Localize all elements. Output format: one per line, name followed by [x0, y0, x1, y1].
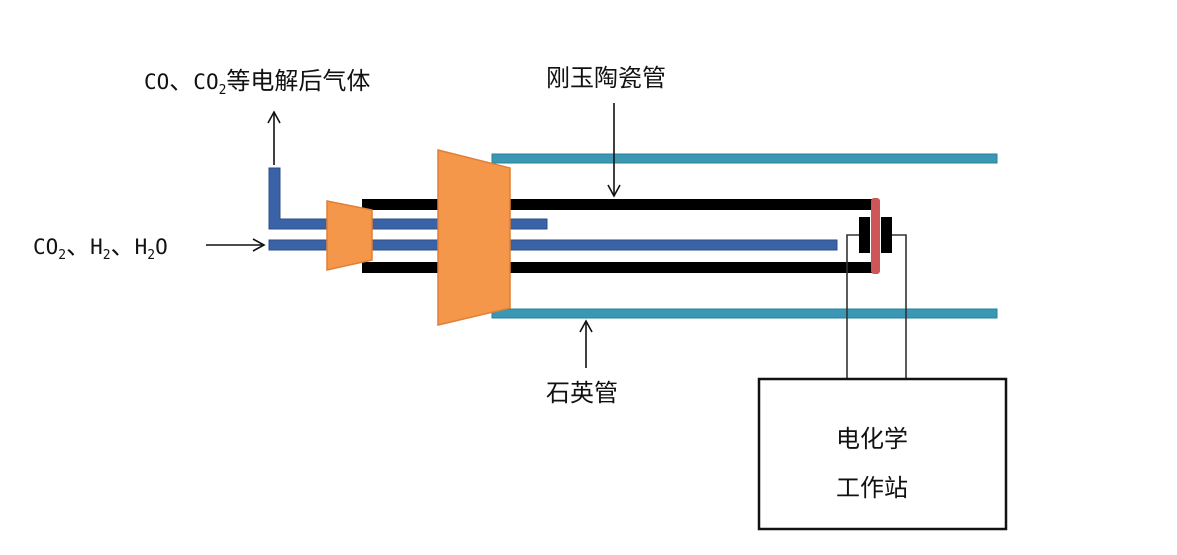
inlet-gas-h2: H: [90, 235, 103, 259]
inlet-gas-separator-1: 、: [66, 232, 91, 260]
electrolysis-cell: [859, 198, 892, 274]
workstation-label-line1: 电化学: [836, 425, 908, 453]
workstation-box: [757, 377, 1008, 531]
outlet-pipe: [268, 167, 548, 230]
inlet-gas-label: CO2、H2、H2O: [33, 232, 168, 262]
outlet-gas-co2-subscript: 2: [218, 83, 227, 98]
lead-wires: [846, 234, 907, 380]
lead-wire-left: [846, 234, 859, 380]
inlet-gas-h2o-h: H: [134, 235, 148, 259]
outlet-gas-separator: 、: [169, 67, 194, 95]
alumina-tube-bottom-wall: [362, 262, 876, 273]
inlet-pipe: [268, 239, 838, 251]
quartz-tube-top-wall: [491, 153, 998, 164]
inlet-gas-separator-2: 、: [110, 232, 135, 260]
lead-wire-right: [892, 234, 907, 380]
large-flange: [437, 149, 511, 326]
outlet-gas-suffix: 等电解后气体: [226, 67, 371, 95]
small-flange: [326, 200, 373, 271]
quartz-tube-label: 石英管: [546, 379, 618, 407]
quartz-tube-bottom-wall: [491, 308, 998, 319]
inlet-gas-h2o-o: O: [155, 235, 168, 259]
outlet-gas-co: CO: [144, 70, 170, 94]
electrode-right: [881, 217, 892, 253]
outlet-gas-label: CO、CO2等电解后气体: [144, 67, 371, 97]
quartz-tube: [491, 153, 998, 319]
inlet-gas-h2-subscript: 2: [102, 248, 111, 263]
alumina-tube-label: 刚玉陶瓷管: [546, 64, 666, 92]
alumina-tube: [362, 199, 876, 273]
electrode-left: [859, 217, 870, 253]
inlet-gas-h2o-subscript: 2: [147, 248, 156, 263]
outlet-gas-co2: CO: [193, 70, 219, 94]
alumina-tube-top-wall: [362, 199, 876, 210]
inlet-gas-co2-subscript: 2: [58, 248, 67, 263]
gas-pipes: [268, 167, 838, 251]
electrolyte-disc: [871, 198, 880, 274]
inlet-gas-co2: CO: [33, 235, 59, 259]
arrows: [206, 103, 621, 368]
workstation-label-line2: 工作站: [836, 474, 908, 502]
